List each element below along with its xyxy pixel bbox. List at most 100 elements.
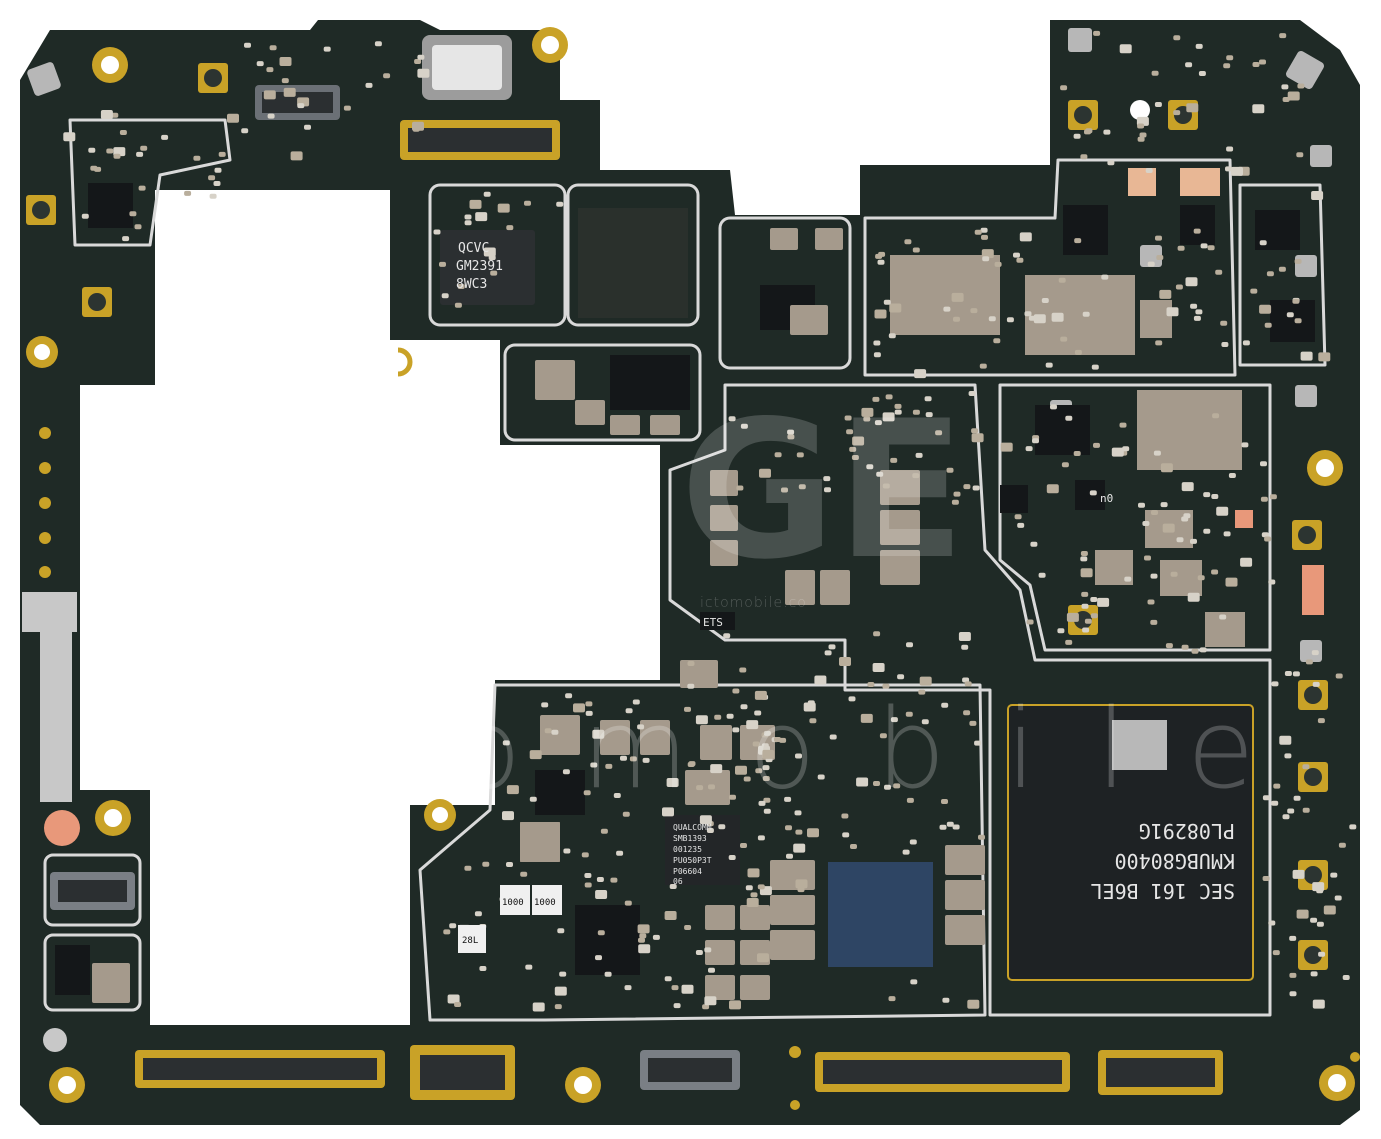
n0-label: n0 xyxy=(1100,492,1113,505)
passive-component xyxy=(894,409,902,415)
passive-component xyxy=(639,933,647,939)
passive-component xyxy=(705,940,735,965)
passive-component xyxy=(728,416,736,422)
passive-component xyxy=(874,309,887,319)
passive-component xyxy=(1145,168,1153,173)
passive-component xyxy=(1287,808,1295,814)
passive-component xyxy=(710,470,738,496)
passive-component xyxy=(757,953,769,963)
passive-component xyxy=(595,890,608,899)
passive-component xyxy=(774,452,782,458)
passive-component xyxy=(784,796,792,802)
passive-component xyxy=(610,877,618,883)
passive-component xyxy=(581,852,589,858)
passive-component xyxy=(304,124,311,130)
passive-component xyxy=(1014,514,1022,520)
passive-component xyxy=(747,868,760,878)
passive-component xyxy=(613,793,621,798)
passive-component xyxy=(556,201,564,207)
passive-component xyxy=(705,905,735,930)
passive-component xyxy=(1119,422,1127,428)
passive-component xyxy=(1296,152,1304,158)
passive-component xyxy=(695,950,703,955)
passive-component xyxy=(600,720,630,755)
passive-component xyxy=(872,396,880,402)
passive-component xyxy=(454,302,462,308)
passive-component xyxy=(1156,255,1164,260)
passive-component xyxy=(525,964,533,970)
passive-component xyxy=(904,239,912,245)
passive-component xyxy=(1017,522,1025,528)
passive-component xyxy=(1074,238,1082,244)
passive-component xyxy=(680,660,718,688)
passive-component xyxy=(758,800,766,806)
passive-component xyxy=(573,703,585,713)
passive-component xyxy=(632,699,640,705)
passive-component xyxy=(1302,764,1310,770)
passive-component xyxy=(897,674,905,680)
passive-component xyxy=(1296,909,1309,919)
passive-component xyxy=(297,103,305,109)
passive-component xyxy=(263,90,276,100)
passive-component xyxy=(1323,905,1336,915)
passive-component xyxy=(469,199,482,209)
passive-component xyxy=(1191,648,1199,654)
passive-component xyxy=(1284,671,1292,676)
passive-component xyxy=(266,67,274,73)
passive-component xyxy=(794,810,802,816)
passive-component xyxy=(875,253,883,259)
passive-component xyxy=(590,762,598,768)
passive-component xyxy=(687,683,695,689)
passive-component xyxy=(1297,83,1305,89)
passive-component xyxy=(1187,592,1200,602)
passive-component xyxy=(1060,336,1068,342)
passive-component xyxy=(684,706,691,712)
passive-component xyxy=(664,976,672,982)
passive-component xyxy=(974,229,982,235)
passive-component xyxy=(708,967,715,973)
passive-component xyxy=(365,82,373,88)
passive-component xyxy=(1316,921,1324,927)
passive-component xyxy=(798,484,806,490)
passive-component xyxy=(882,683,890,689)
passive-component xyxy=(1065,415,1073,421)
passive-component xyxy=(1006,317,1014,323)
passive-component xyxy=(993,338,1001,344)
passive-component xyxy=(809,718,817,724)
passive-component xyxy=(88,147,96,153)
passive-component xyxy=(946,467,954,473)
passive-component xyxy=(718,824,726,830)
passive-component xyxy=(1190,538,1197,544)
passive-component xyxy=(585,701,593,707)
passive-component xyxy=(520,871,528,877)
passive-component xyxy=(583,790,591,796)
passive-component xyxy=(506,225,514,231)
passive-component xyxy=(551,729,559,735)
passive-component xyxy=(1260,461,1267,467)
passive-component xyxy=(702,1004,710,1010)
passive-component xyxy=(1073,133,1081,139)
passive-component xyxy=(490,270,498,276)
passive-component xyxy=(1181,644,1189,650)
passive-component xyxy=(817,774,825,780)
passive-component xyxy=(443,929,451,935)
passive-component xyxy=(1091,364,1099,370)
passive-component xyxy=(762,749,775,759)
memory-chip xyxy=(1007,704,1254,981)
passive-component xyxy=(863,416,871,422)
passive-component xyxy=(889,303,902,313)
passive-component xyxy=(1284,753,1292,759)
passive-component xyxy=(1147,261,1155,267)
passive-component xyxy=(754,690,767,700)
passive-component xyxy=(882,412,895,422)
passive-component xyxy=(1041,298,1049,303)
passive-component xyxy=(475,212,488,222)
passive-component xyxy=(554,986,567,996)
soc-chip xyxy=(828,862,933,967)
passive-component xyxy=(1272,950,1280,956)
passive-component xyxy=(629,756,637,762)
passive-component xyxy=(1207,245,1215,251)
passive-component xyxy=(488,255,496,261)
passive-component xyxy=(1334,895,1342,901)
passive-component xyxy=(763,730,771,736)
